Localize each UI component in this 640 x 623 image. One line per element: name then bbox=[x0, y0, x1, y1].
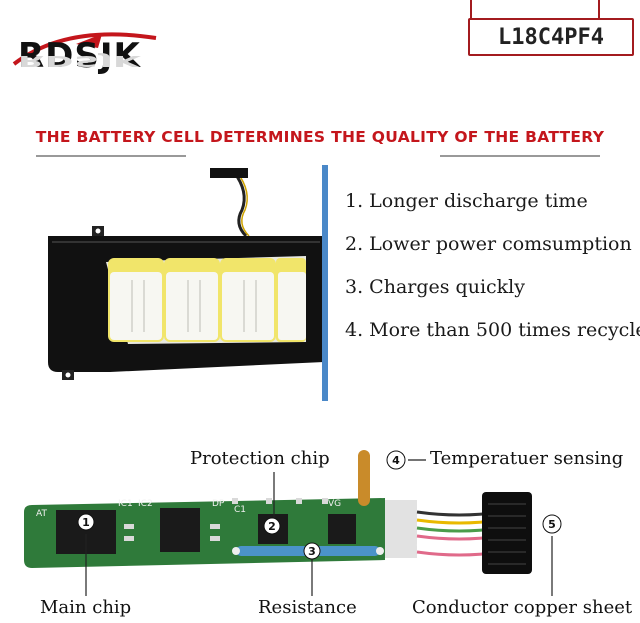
feature-item: 4. More than 500 times recycle bbox=[345, 319, 640, 341]
feature-item: 3. Charges quickly bbox=[345, 276, 525, 298]
label-protection-chip: Protection chip bbox=[190, 448, 330, 469]
model-frame-right bbox=[598, 0, 600, 18]
label-main-chip: Main chip bbox=[40, 597, 132, 618]
conductor-plate bbox=[385, 500, 417, 558]
pcb-diagram: IC1 IC2 C1 DP VG AT 1 2 3 4 5 bbox=[24, 450, 562, 596]
marker-2: 2 bbox=[268, 520, 276, 533]
board-mark: IC2 bbox=[138, 499, 153, 509]
marker-1: 1 bbox=[82, 516, 90, 529]
board-mark: VG bbox=[328, 499, 341, 509]
logo-reflection: RDSJK bbox=[18, 52, 141, 70]
logo-swoosh-icon bbox=[12, 32, 157, 66]
temperature-probe bbox=[358, 450, 370, 506]
headline: THE BATTERY CELL DETERMINES THE QUALITY … bbox=[35, 128, 605, 146]
feature-item: 1. Longer discharge time bbox=[345, 190, 588, 212]
brand-logo: RDSJK RDSJK bbox=[6, 30, 176, 90]
marker-5: 5 bbox=[548, 518, 556, 531]
board-mark: C1 bbox=[234, 505, 246, 515]
marker-3: 3 bbox=[308, 545, 316, 558]
feature-list: 1. Longer discharge time 2. Lower power … bbox=[345, 186, 640, 358]
label-conductor: Conductor copper sheet bbox=[412, 597, 633, 618]
board-mark: IC1 bbox=[118, 499, 133, 509]
label-temperature-sensing: Temperatuer sensing bbox=[430, 448, 624, 469]
label-resistance: Resistance bbox=[258, 597, 357, 618]
marker-4: 4 bbox=[392, 454, 400, 467]
headline-rule-left bbox=[36, 155, 186, 157]
model-label: L18C4PF4 bbox=[468, 18, 634, 56]
logo-text: RDSJK bbox=[18, 36, 141, 76]
board-mark: AT bbox=[36, 509, 47, 519]
feature-item: 2. Lower power comsumption bbox=[345, 233, 632, 255]
divider-bar bbox=[322, 165, 328, 401]
board-mark: DP bbox=[212, 499, 225, 509]
connector-plug bbox=[482, 492, 532, 574]
model-frame-left bbox=[470, 0, 472, 18]
battery-image bbox=[48, 168, 324, 380]
headline-rule-right bbox=[440, 155, 600, 157]
battery-cells bbox=[108, 258, 306, 342]
